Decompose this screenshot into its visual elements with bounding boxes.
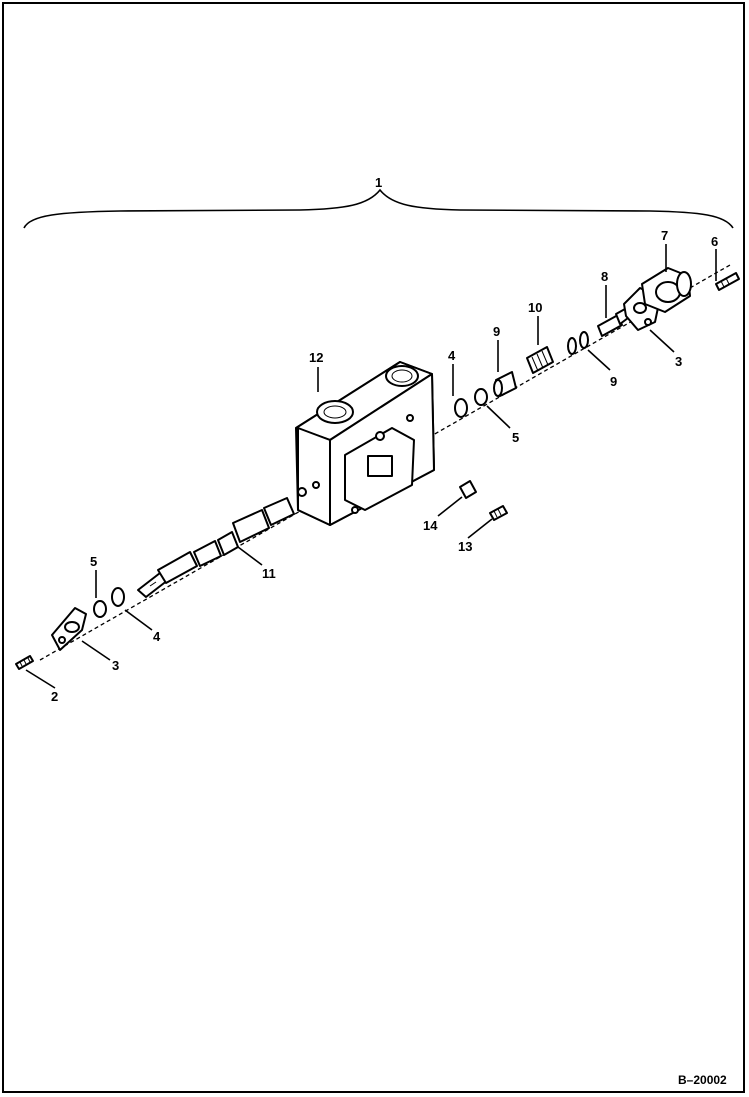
leader-4a [124, 609, 153, 631]
leader-3b [649, 329, 675, 353]
cap-housing [641, 267, 692, 313]
screw [489, 505, 508, 521]
valve-body [295, 361, 435, 526]
leader-11 [237, 546, 263, 566]
end-cap-left [51, 607, 87, 651]
assembly-brace [23, 188, 734, 229]
oring-right-4 [454, 398, 468, 418]
oring-left-4 [111, 587, 125, 607]
callout-5-right: 5 [512, 430, 519, 445]
callout-10: 10 [528, 300, 542, 315]
callout-11: 11 [262, 566, 276, 581]
bolt-right [715, 272, 740, 291]
callout-6: 6 [711, 234, 718, 249]
spring-seat-9b [567, 331, 589, 355]
callout-4-left: 4 [153, 629, 161, 644]
leader-5b [486, 405, 511, 429]
leader-3a [81, 640, 111, 661]
callout-13: 13 [458, 539, 472, 554]
callout-14: 14 [423, 518, 438, 533]
callout-9-left: 9 [493, 324, 500, 339]
callout-7: 7 [661, 228, 668, 243]
bolt-left [15, 655, 34, 670]
spring [526, 346, 554, 374]
callout-5-left: 5 [90, 554, 97, 569]
figure-reference: B–20002 [678, 1073, 727, 1087]
callout-8: 8 [601, 269, 608, 284]
leader-13 [467, 518, 493, 539]
washer-right-5 [474, 388, 488, 406]
callout-4-right: 4 [448, 348, 456, 363]
callout-12: 12 [309, 350, 323, 365]
callout-1: 1 [375, 175, 382, 190]
spool [137, 497, 295, 598]
callout-3-right: 3 [675, 354, 682, 369]
callout-2: 2 [51, 689, 58, 704]
callout-9-right: 9 [610, 374, 617, 389]
leader-14 [437, 496, 463, 517]
leader-9b [587, 349, 611, 371]
plug [459, 480, 477, 499]
leader-2 [25, 669, 56, 689]
spring-seat-9 [493, 371, 517, 397]
washer-left-5 [93, 600, 107, 618]
callout-3-left: 3 [112, 658, 119, 673]
